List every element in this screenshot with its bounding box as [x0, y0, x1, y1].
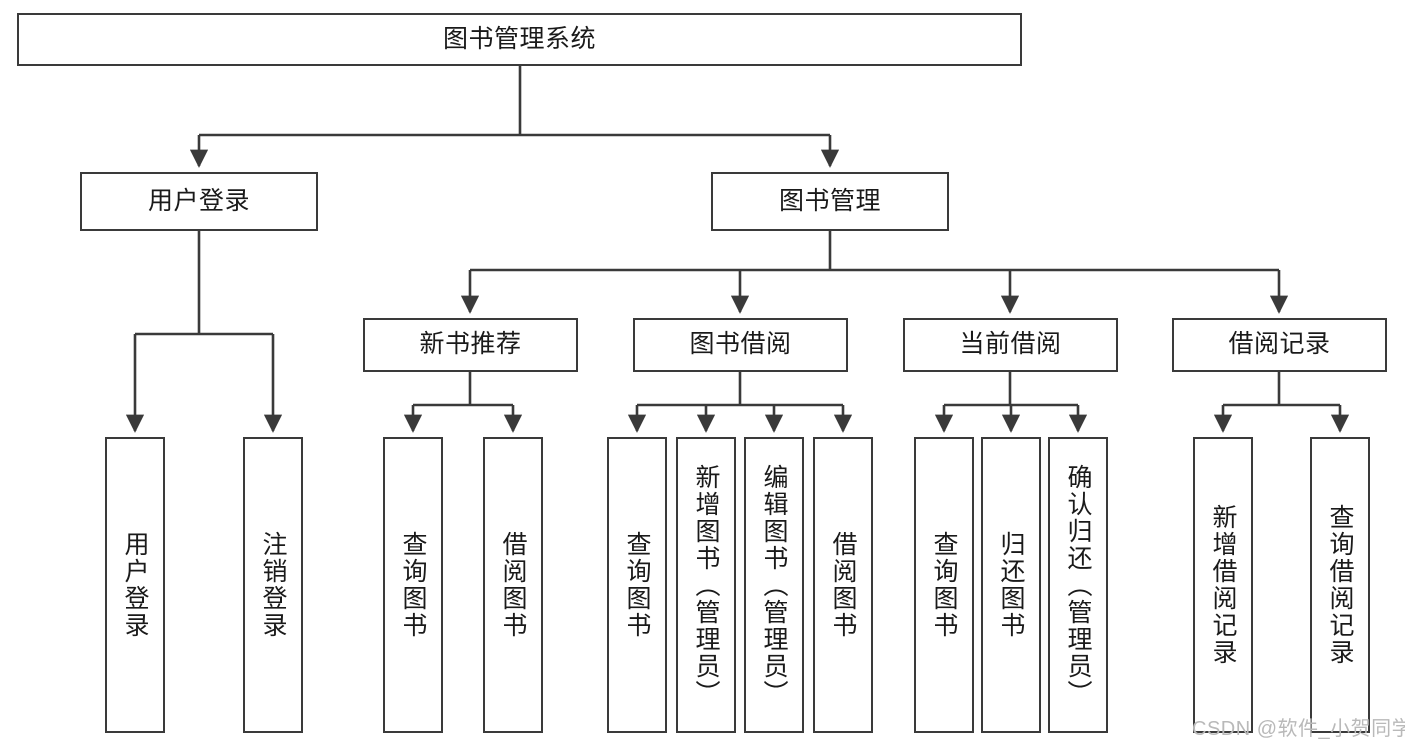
node-root[interactable]: 图书管理系统 — [17, 13, 1022, 66]
node-book-borrow-label: 图书借阅 — [689, 330, 792, 359]
leaf-record-add[interactable]: 新增借阅记录 — [1193, 437, 1253, 733]
leaf-current-confirm-return[interactable]: 确认归还（管理员） — [1048, 437, 1108, 733]
node-book-borrow[interactable]: 图书借阅 — [633, 318, 848, 372]
node-root-label: 图书管理系统 — [442, 24, 596, 53]
leaf-borrow-add-book-label: 新增图书（管理员） — [692, 463, 720, 707]
leaf-new-book-borrow-label: 借阅图书 — [499, 531, 527, 639]
leaf-current-return-book[interactable]: 归还图书 — [981, 437, 1041, 733]
leaf-borrow-edit-book-label: 编辑图书（管理员） — [760, 463, 788, 707]
leaf-record-query[interactable]: 查询借阅记录 — [1310, 437, 1370, 733]
node-new-book-recommend[interactable]: 新书推荐 — [363, 318, 578, 372]
leaf-current-query-book[interactable]: 查询图书 — [914, 437, 974, 733]
leaf-new-book-borrow[interactable]: 借阅图书 — [483, 437, 543, 733]
node-borrow-record-label: 借阅记录 — [1228, 330, 1331, 359]
leaf-current-return-book-label: 归还图书 — [997, 531, 1025, 639]
leaf-current-query-book-label: 查询图书 — [930, 531, 958, 639]
leaf-new-book-query[interactable]: 查询图书 — [383, 437, 443, 733]
leaf-borrow-add-book[interactable]: 新增图书（管理员） — [676, 437, 736, 733]
leaf-borrow-borrow-book-label: 借阅图书 — [829, 531, 857, 639]
leaf-borrow-borrow-book[interactable]: 借阅图书 — [813, 437, 873, 733]
leaf-user-login-label: 用户登录 — [121, 531, 149, 639]
node-current-borrow[interactable]: 当前借阅 — [903, 318, 1118, 372]
leaf-record-query-label: 查询借阅记录 — [1326, 504, 1354, 666]
leaf-record-add-label: 新增借阅记录 — [1209, 504, 1237, 666]
node-user-login[interactable]: 用户登录 — [80, 172, 318, 231]
leaf-borrow-query-book-label: 查询图书 — [623, 531, 651, 639]
leaf-borrow-query-book[interactable]: 查询图书 — [607, 437, 667, 733]
leaf-new-book-query-label: 查询图书 — [399, 531, 427, 639]
node-book-management[interactable]: 图书管理 — [711, 172, 949, 231]
leaf-user-login[interactable]: 用户登录 — [105, 437, 165, 733]
watermark: CSDN @软件_小贺同学 — [1192, 718, 1405, 740]
leaf-current-confirm-return-label: 确认归还（管理员） — [1064, 463, 1092, 707]
node-borrow-record[interactable]: 借阅记录 — [1172, 318, 1387, 372]
node-book-management-label: 图书管理 — [778, 186, 881, 215]
node-user-login-label: 用户登录 — [147, 186, 250, 215]
node-current-borrow-label: 当前借阅 — [959, 330, 1062, 359]
leaf-logout[interactable]: 注销登录 — [243, 437, 303, 733]
leaf-borrow-edit-book[interactable]: 编辑图书（管理员） — [744, 437, 804, 733]
leaf-logout-label: 注销登录 — [259, 531, 287, 639]
node-new-book-recommend-label: 新书推荐 — [419, 330, 522, 359]
